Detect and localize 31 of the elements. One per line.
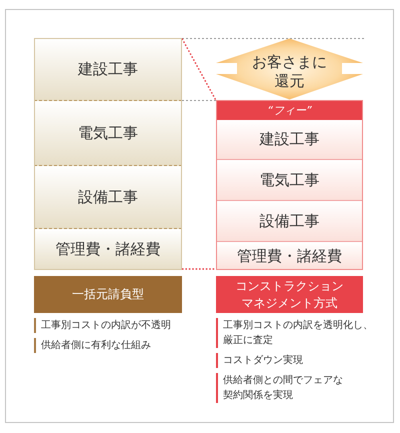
bullet-note: 供給者側との間でフェアな契約関係を実現 [216, 373, 347, 403]
connector-line [182, 268, 216, 270]
double-arrow-shape [216, 38, 363, 100]
connector-line [181, 38, 217, 101]
arrow-label: お客さまに還元 [251, 53, 328, 91]
cost-label: 管理費・諸経費 [237, 246, 342, 266]
cost-label: 電気工事 [78, 124, 138, 142]
cost-label: 電気工事 [260, 170, 320, 190]
cost-label: 管理費・諸経費 [56, 240, 160, 259]
cost-column [216, 100, 363, 270]
cost-row [216, 159, 363, 200]
cost-row [34, 165, 182, 228]
cost-label: 建設工事 [78, 60, 138, 78]
cost-label: 建設工事 [260, 130, 320, 149]
cost-label: 設備工事 [78, 188, 138, 206]
cost-label: 設備工事 [260, 212, 320, 230]
cost-row [34, 228, 182, 270]
method-header [216, 276, 363, 313]
bullet-note: コストダウン実現 [216, 353, 303, 368]
bullet-note: 工事別コストの内訳を透明化し、厳正に査定 [216, 318, 381, 348]
method-title: コンストラクションマネジメント方式 [234, 278, 344, 312]
bullet-note: 工事別コストの内訳が不透明 [34, 318, 171, 333]
fee-label: “フィー” [267, 104, 312, 116]
method-header [34, 276, 182, 313]
method-title: 一括元請負型 [72, 286, 144, 303]
cost-row [216, 200, 363, 241]
cost-row [34, 100, 182, 165]
fee-bar [216, 100, 363, 120]
cost-column [34, 38, 182, 270]
cost-row [216, 241, 363, 270]
bullet-note: 供給者側に有利な仕組み [34, 338, 151, 353]
